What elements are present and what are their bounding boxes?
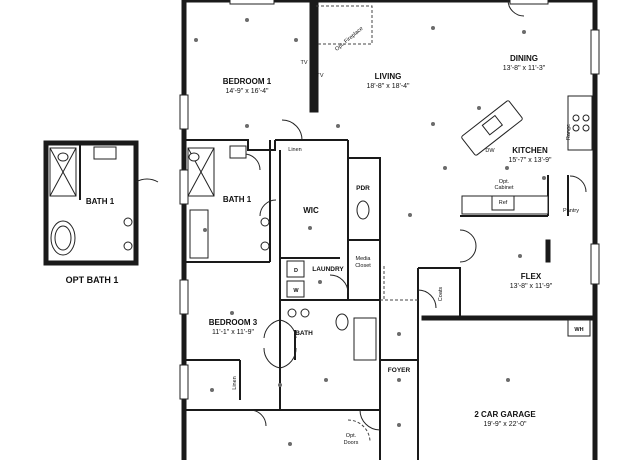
bedroom1-dims: 14'-9" x 16'-4": [225, 88, 269, 95]
bath-name: BATH: [295, 330, 313, 337]
pantry-label: Pantry: [563, 208, 579, 214]
kitchen-dims: 15'-7" x 13'-9": [508, 157, 552, 164]
kitchen-fixtures: [461, 95, 593, 215]
living-dims: 18'-8" x 18'-4": [366, 83, 410, 90]
foyer-name: FOYER: [388, 367, 411, 374]
flex-name: FLEX: [521, 272, 542, 281]
dining-name: DINING: [510, 54, 538, 63]
washer-label: W: [293, 288, 299, 294]
room-labels: BEDROOM 1 14'-9" x 16'-4" LIVING 18'-8" …: [209, 54, 553, 428]
kitchen-name: KITCHEN: [512, 146, 548, 155]
coats-label: Coats: [438, 287, 444, 302]
bedroom3-name: BEDROOM 3: [209, 318, 258, 327]
opt-bath1-room-name: BATH 1: [86, 197, 115, 206]
linen-top-label: Linen: [288, 147, 301, 153]
living-name: LIVING: [375, 72, 402, 81]
garage-name: 2 CAR GARAGE: [474, 410, 536, 419]
shower-bench: [93, 146, 117, 160]
door-swings: [243, 0, 587, 443]
bedroom3-dims: 11'-1" x 11'-9": [212, 329, 255, 336]
ref-label: Ref: [499, 200, 508, 206]
dining-dims: 13'-8" x 11'-3": [503, 65, 546, 72]
opt-bath1-caption: OPT BATH 1: [66, 275, 119, 285]
opt-doors-label-2: Doors: [344, 440, 359, 446]
garage-dims: 19'-9" x 22'-0": [483, 421, 527, 428]
opt-cabinet-label-2: Cabinet: [495, 185, 514, 191]
range-label: Range: [566, 124, 572, 140]
bath1-name: BATH 1: [223, 195, 252, 204]
opt-cabinet-label-1: Opt.: [499, 179, 510, 185]
bedroom1-name: BEDROOM 1: [223, 77, 272, 86]
opt-doors-label-1: Opt.: [346, 433, 357, 439]
media-label: Media: [356, 256, 372, 262]
windows: [179, 0, 600, 400]
light-fixtures: [194, 18, 546, 446]
tv-label-2: TV: [316, 73, 323, 79]
closet-label: Closet: [355, 263, 371, 269]
opt-bath-inset: BATH 1 OPT BATH 1: [43, 140, 159, 285]
flex-dims: 13'-8" x 11'-9": [510, 283, 553, 290]
fireplace-label: Opt. Fireplace: [334, 26, 364, 53]
dryer-label: D: [294, 268, 298, 274]
dw-label: DW: [485, 148, 495, 154]
tv-label-1: TV: [300, 60, 307, 66]
toilet-icon: [57, 152, 69, 162]
water-heater-label: WH: [574, 327, 583, 333]
laundry-name: LAUNDRY: [312, 266, 344, 273]
wic-name: WIC: [303, 206, 319, 215]
bath-fixtures: [187, 145, 591, 361]
linen-side-label: Linen: [232, 376, 238, 389]
pdr-name: PDR: [356, 185, 370, 192]
